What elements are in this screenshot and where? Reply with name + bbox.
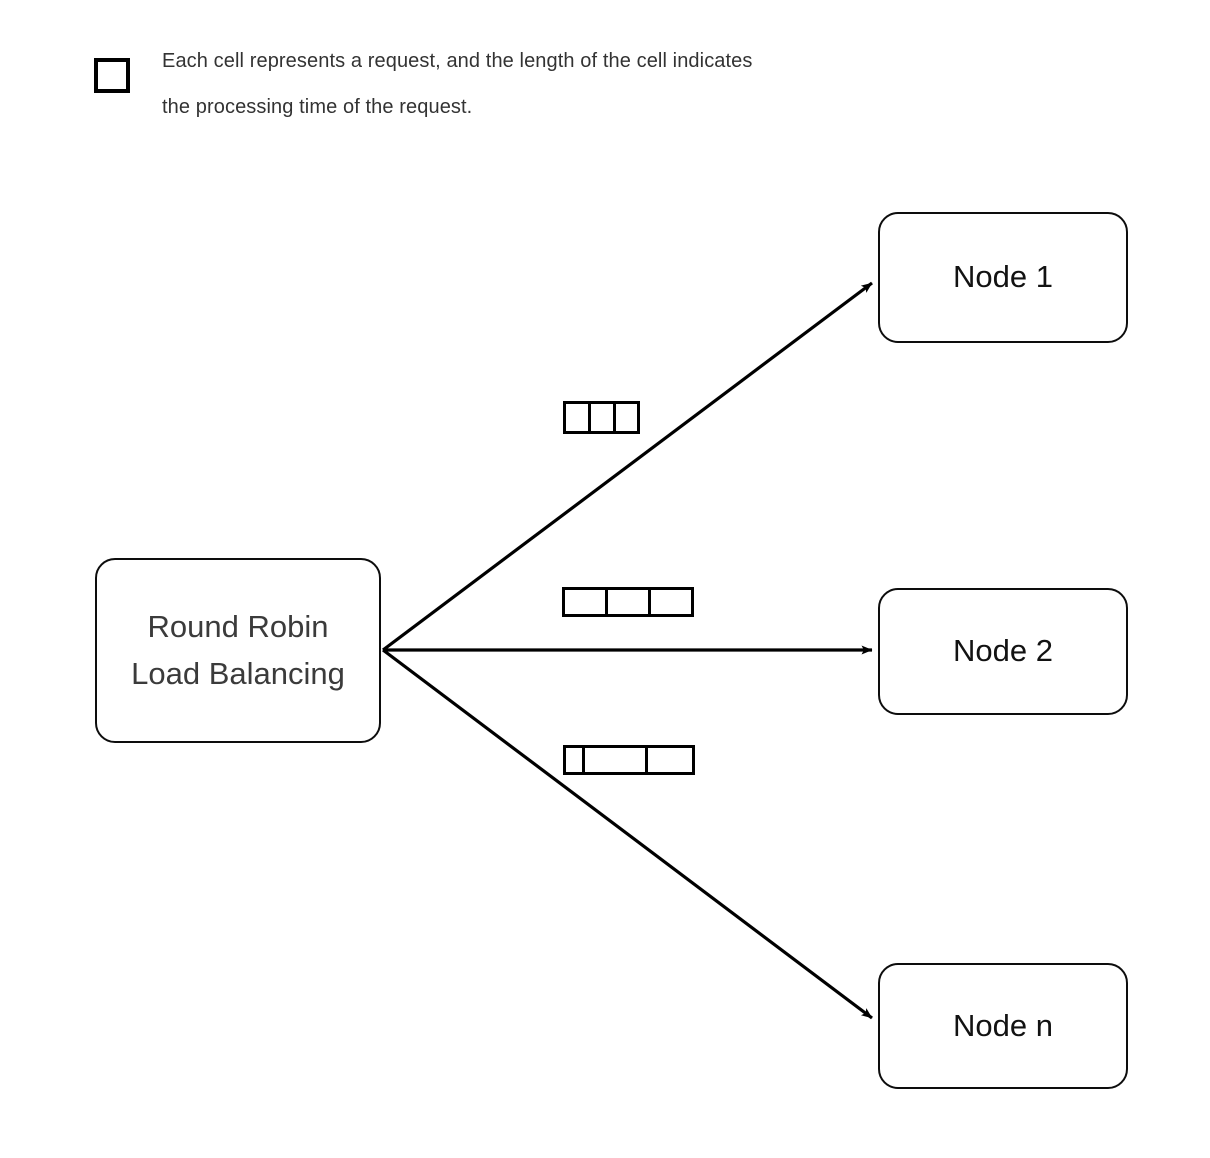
request-cell: [651, 590, 691, 614]
request-cell: [585, 748, 648, 772]
request-cell: [566, 404, 591, 431]
request-cell: [616, 404, 637, 431]
source-node-round-robin[interactable]: Round Robin Load Balancing: [95, 558, 381, 743]
node-label-node-1: Node 1: [953, 259, 1053, 295]
request-queue-node-n: [563, 745, 695, 775]
node-box-node-2[interactable]: Node 2: [878, 588, 1128, 715]
request-cell-square-icon: [94, 58, 130, 93]
node-box-node-n[interactable]: Node n: [878, 963, 1128, 1089]
request-cell: [566, 748, 585, 772]
node-label-node-2: Node 2: [953, 633, 1053, 669]
request-cell: [608, 590, 651, 614]
legend: Each cell represents a request, and the …: [92, 38, 972, 128]
request-cell: [591, 404, 616, 431]
source-node-label: Round Robin Load Balancing: [131, 609, 345, 691]
request-cell: [648, 748, 692, 772]
edge-source-to-node-n: [382, 648, 873, 1020]
node-label-node-n: Node n: [953, 1007, 1053, 1043]
request-queue-node-2: [562, 587, 694, 617]
legend-description: Each cell represents a request, and the …: [162, 50, 753, 118]
node-box-node-1[interactable]: Node 1: [878, 212, 1128, 343]
request-cell: [565, 590, 608, 614]
request-queue-node-1: [563, 401, 640, 434]
